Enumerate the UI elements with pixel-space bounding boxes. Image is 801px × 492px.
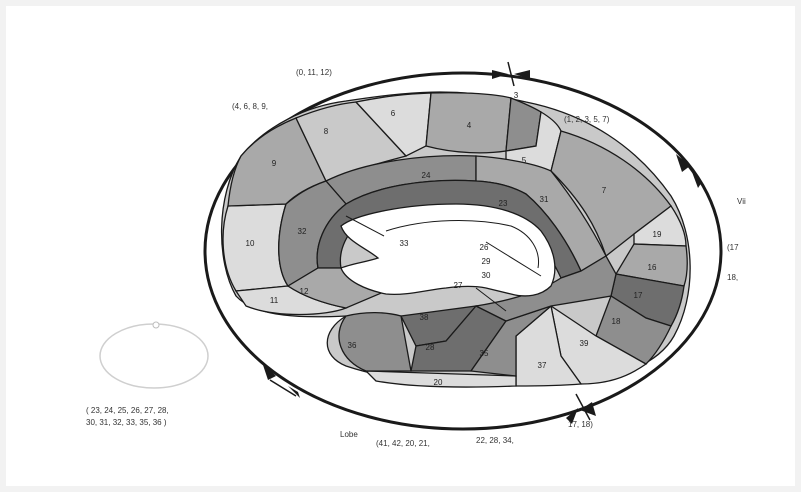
region-label-18: 18 <box>612 317 621 326</box>
region-label-8: 8 <box>324 127 329 136</box>
boundary-marker-top <box>492 62 530 86</box>
region-label-19: 19 <box>653 230 662 239</box>
region-label-16: 16 <box>648 263 657 272</box>
small-oval-dot <box>153 322 159 328</box>
label-right-17: (17 <box>727 243 739 252</box>
label-lobe: Lobe <box>340 430 358 439</box>
region-label-4: 4 <box>467 121 472 130</box>
region-label-10: 10 <box>246 239 255 248</box>
small-oval-caption-2: 30, 31, 32, 33, 35, 36 ) <box>86 418 167 427</box>
region-label-35: 35 <box>480 349 489 358</box>
corpus-callosum <box>341 204 555 296</box>
region-label-11: 11 <box>270 296 279 305</box>
label-bottom-right: 17, 18) <box>568 420 593 429</box>
label-bottom-left: (41, 42, 20, 21, <box>376 439 430 448</box>
region-label-7: 7 <box>602 186 607 195</box>
region-label-31: 31 <box>540 195 549 204</box>
region-label-33: 33 <box>400 239 409 248</box>
region-label-23: 23 <box>499 199 508 208</box>
region-label-5: 5 <box>522 156 527 165</box>
region-label-39: 39 <box>580 339 589 348</box>
region-label-12: 12 <box>300 287 309 296</box>
small-oval-caption-1: ( 23, 24, 25, 26, 27, 28, <box>86 406 169 415</box>
region-label-28: 28 <box>426 343 435 352</box>
region-label-24: 24 <box>422 171 431 180</box>
region-label-36: 36 <box>348 341 357 350</box>
label-right-18: 18, <box>727 273 738 282</box>
region-label-30: 30 <box>482 271 491 280</box>
figure-frame: 3 4 5 6 7 8 9 10 11 12 16 17 18 19 20 23… <box>6 6 795 486</box>
small-oval <box>100 324 208 388</box>
region-label-9: 9 <box>272 159 277 168</box>
region-label-27: 27 <box>454 281 463 290</box>
region-label-17: 17 <box>634 291 643 300</box>
label-top: (0, 11, 12) <box>296 68 332 77</box>
label-right-v: Vii <box>737 197 746 206</box>
label-top-left: (4, 6, 8, 9, <box>232 102 268 111</box>
region-label-29: 29 <box>482 257 491 266</box>
region-label-6: 6 <box>391 109 396 118</box>
region-label-38: 38 <box>420 313 429 322</box>
region-label-37: 37 <box>538 361 547 370</box>
brain-diagram: 3 4 5 6 7 8 9 10 11 12 16 17 18 19 20 23… <box>6 6 795 486</box>
region-label-20: 20 <box>434 378 443 387</box>
boundary-marker-right <box>676 154 702 188</box>
region-label-26: 26 <box>480 243 489 252</box>
region-label-3: 3 <box>514 91 519 100</box>
region-label-32: 32 <box>298 227 307 236</box>
label-bottom-center: 22, 28, 34, <box>476 436 514 445</box>
label-top-right: (1, 2, 3, 5, 7) <box>564 115 610 124</box>
